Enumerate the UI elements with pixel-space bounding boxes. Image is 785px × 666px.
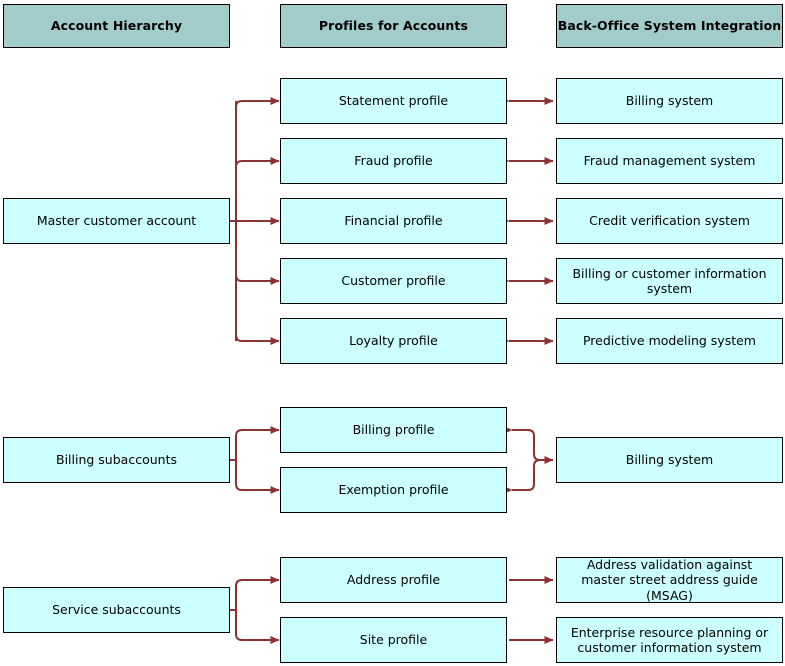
node-credit-verification-system[interactable]: Credit verification system <box>556 198 783 244</box>
node-predictive-modeling-system[interactable]: Predictive modeling system <box>556 318 783 364</box>
node-financial-profile[interactable]: Financial profile <box>280 198 507 244</box>
node-billing-subaccounts[interactable]: Billing subaccounts <box>3 437 230 483</box>
node-billing-system-2[interactable]: Billing system <box>556 437 783 483</box>
node-loyalty-profile[interactable]: Loyalty profile <box>280 318 507 364</box>
node-fraud-management-system[interactable]: Fraud management system <box>556 138 783 184</box>
node-address-validation-msag[interactable]: Address validation against master street… <box>556 557 783 603</box>
node-site-profile[interactable]: Site profile <box>280 617 507 663</box>
column-header-profiles-for-accounts: Profiles for Accounts <box>280 4 507 48</box>
node-exemption-profile[interactable]: Exemption profile <box>280 467 507 513</box>
node-billing-or-customer-information-system[interactable]: Billing or customer information system <box>556 258 783 304</box>
column-header-account-hierarchy: Account Hierarchy <box>3 4 230 48</box>
column-header-back-office-system-integration: Back-Office System Integration <box>556 4 783 48</box>
node-customer-profile[interactable]: Customer profile <box>280 258 507 304</box>
node-fraud-profile[interactable]: Fraud profile <box>280 138 507 184</box>
node-billing-system-1[interactable]: Billing system <box>556 78 783 124</box>
node-address-profile[interactable]: Address profile <box>280 557 507 603</box>
node-master-customer-account[interactable]: Master customer account <box>3 198 230 244</box>
node-billing-profile[interactable]: Billing profile <box>280 407 507 453</box>
node-service-subaccounts[interactable]: Service subaccounts <box>3 587 230 633</box>
node-erp-or-customer-information-system[interactable]: Enterprise resource planning or customer… <box>556 617 783 663</box>
node-statement-profile[interactable]: Statement profile <box>280 78 507 124</box>
